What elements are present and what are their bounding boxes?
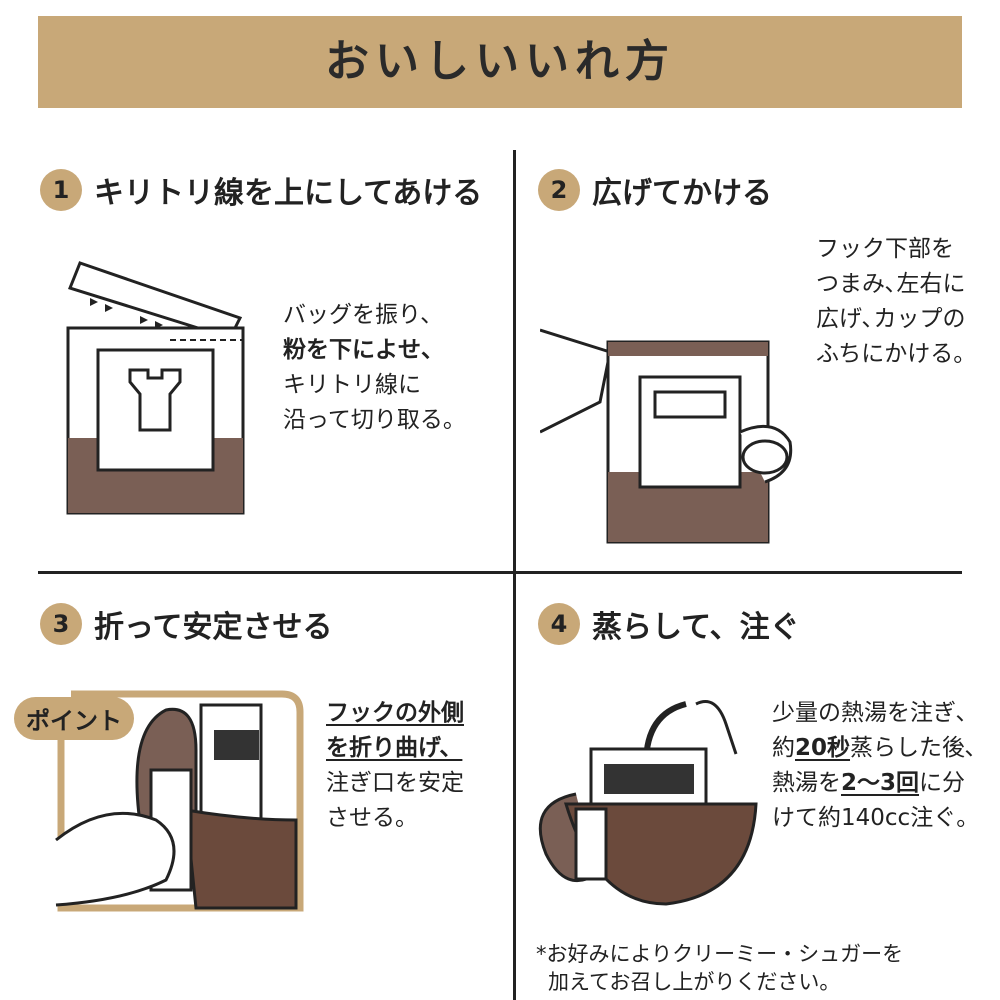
step-number: 2: [538, 169, 580, 211]
step-title: 折って安定させる: [94, 610, 333, 645]
step-4-desc: 少量の熱湯を注ぎ､ 約20秒蒸らした後､ 熱湯を2〜3回に分 けて約140cc注…: [772, 700, 980, 831]
step-4-heading: 4 蒸らして、注ぐ: [538, 602, 800, 646]
step-2-desc: フック下部を つまみ､左右に 広げ､カップの ふちにかける。: [816, 236, 977, 367]
bag-open-illustration: [66, 261, 245, 515]
pour-water-illustration: [538, 700, 758, 906]
point-badge: ポイント: [14, 697, 134, 740]
step-title: 広げてかける: [592, 176, 772, 211]
step-number: 3: [40, 603, 82, 645]
step-3-desc: フックの外側 を折り曲げ、 注ぎ口を安定 させる。: [326, 700, 464, 831]
step-2-heading: 2 広げてかける: [538, 168, 772, 212]
step-title: 蒸らして、注ぐ: [592, 610, 800, 645]
divider-horizontal: [38, 571, 962, 574]
step-3-heading: 3 折って安定させる: [40, 602, 333, 646]
footnote: *お好みによりクリーミー・シュガーを 加えてお召し上がりください。: [536, 942, 904, 994]
step-title: キリトリ線を上にしてあける: [94, 176, 483, 211]
step-1-desc: バッグを振り、 粉を下によせ、 キリトリ線に 沿って切り取る。: [283, 302, 466, 433]
divider-vertical: [513, 150, 516, 1000]
page-title: おいしいいれ方: [325, 36, 675, 87]
step-1-heading: 1 キリトリ線を上にしてあける: [40, 168, 482, 212]
hook-spread-illustration: [540, 328, 793, 544]
step-number: 4: [538, 603, 580, 645]
hook-fold-illustration: [55, 690, 304, 912]
step-number: 1: [40, 169, 82, 211]
title-banner: おいしいいれ方: [38, 16, 962, 108]
